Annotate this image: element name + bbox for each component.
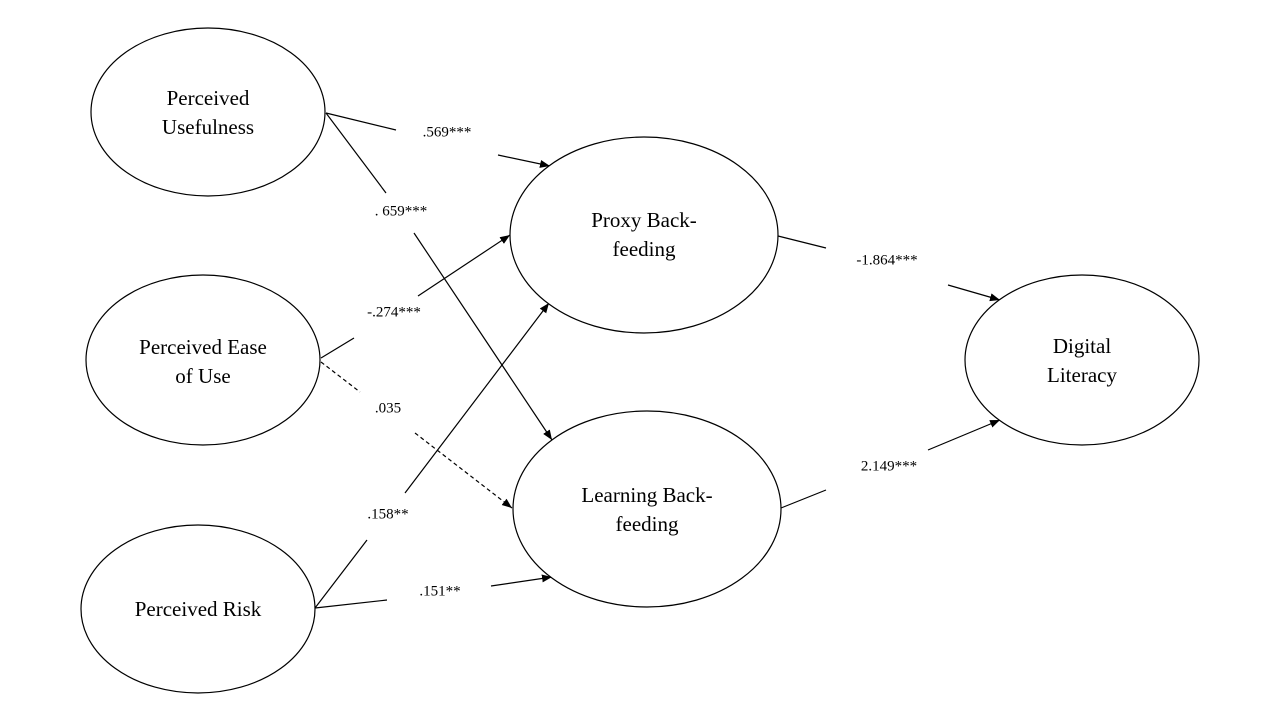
node-perceived-usefulness: Perceived Usefulness [90,27,326,197]
path-lines [314,112,1001,609]
node-perceived-risk-ellipse [80,524,316,694]
path-peou-proxy-arrow [417,234,511,297]
node-perceived-ease-of-use-ellipse [85,274,321,446]
path-pr-proxy-segment-1 [314,539,368,609]
coef-proxy-dl: -1.864*** [856,252,917,268]
node-learning-back-feeding-ellipse [512,410,782,608]
coef-learning-dl: 2.149*** [861,458,917,474]
coef-pu-proxy: .569*** [423,124,472,140]
node-proxy-back-feeding-line-1: Proxy Back- [591,208,697,232]
path-pr-learning-segment-1 [314,599,388,609]
path-pu-proxy-segment-1 [325,112,397,131]
node-learning-back-feeding-line-1: Learning Back- [581,483,712,507]
node-perceived-usefulness-ellipse [90,27,326,197]
coef-peou-learning: .035 [375,400,401,416]
path-pr-proxy-arrow [404,302,550,494]
node-proxy-back-feeding: Proxy Back- feeding [509,136,779,334]
path-pu-learning-arrow [413,232,553,441]
coef-peou-proxy: -.274*** [367,304,421,320]
node-digital-literacy-line-2: Literacy [1047,363,1117,387]
node-perceived-ease-of-use-line-1: Perceived Ease [139,335,267,359]
path-peou-proxy-segment-1 [320,337,355,359]
node-perceived-risk: Perceived Risk [80,524,316,694]
coef-pr-proxy: .158** [367,506,408,522]
node-digital-literacy: Digital Literacy [964,274,1200,446]
node-proxy-back-feeding-ellipse [509,136,779,334]
coef-pu-learning: . 659*** [375,203,428,219]
path-pu-learning-segment-1 [325,112,387,194]
node-perceived-risk-line-1: Perceived Risk [135,597,262,621]
node-digital-literacy-line-1: Digital [1053,334,1111,358]
path-learning-dl-arrow [927,419,1001,451]
path-peou-learning-arrow [414,432,513,509]
path-learning-dl-segment-1 [780,489,827,509]
path-pu-proxy-arrow [497,154,551,168]
path-proxy-dl-segment-1 [777,235,827,249]
node-proxy-back-feeding-line-2: feeding [613,237,676,261]
node-perceived-ease-of-use: Perceived Ease of Use [85,274,321,446]
path-peou-learning-segment-1 [320,361,361,393]
path-pr-learning-arrow [490,574,553,587]
node-learning-back-feeding: Learning Back- feeding [512,410,782,608]
node-perceived-usefulness-line-1: Perceived [167,86,250,110]
node-digital-literacy-ellipse [964,274,1200,446]
node-perceived-usefulness-line-2: Usefulness [162,115,254,139]
path-coefficients: .569*** . 659*** -.274*** .035 .158** .1… [367,124,918,599]
coef-pr-learning: .151** [419,583,460,599]
node-learning-back-feeding-line-2: feeding [616,512,679,536]
node-perceived-ease-of-use-line-2: of Use [175,364,230,388]
path-proxy-dl-arrow [947,284,1001,302]
